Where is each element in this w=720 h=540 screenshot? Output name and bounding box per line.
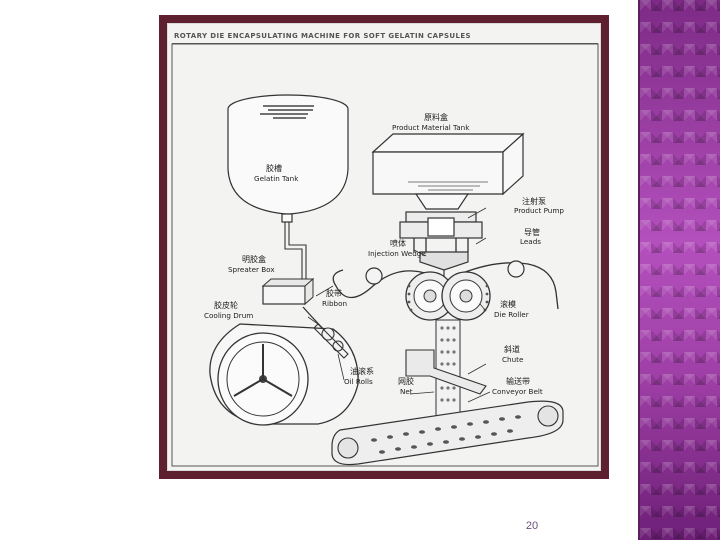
gelatin-tank-shape — [227, 94, 349, 223]
page-number: 20 — [525, 520, 539, 532]
pump-rods — [413, 238, 469, 252]
conveyor-capsules — [371, 415, 521, 454]
label-product-pump-en: Product Pump — [514, 206, 564, 215]
label-die-roller-cn: 滚模 — [500, 299, 516, 309]
product-tank-shape — [371, 132, 525, 210]
outer-border — [171, 43, 599, 467]
gelatin-level-lines — [260, 105, 314, 119]
guide-roller-left — [365, 267, 383, 285]
die-roller-right — [441, 271, 491, 321]
label-net-cn: 网胶 — [398, 376, 414, 386]
label-spreader-box-en: Spreater Box — [228, 265, 275, 274]
label-chute-en: Chute — [502, 355, 524, 364]
label-ribbon-cn: 胶带 — [326, 288, 342, 298]
side-band-edge — [638, 0, 640, 540]
label-ribbon-en: Ribbon — [322, 299, 347, 308]
label-leads-en: Leads — [520, 237, 541, 246]
image-frame: ROTARY DIE ENCAPSULATING MACHINE FOR SOF… — [159, 15, 609, 479]
label-product-tank-en: Product Material Tank — [392, 123, 470, 132]
chute-shape — [405, 349, 487, 395]
leader-lines — [307, 207, 491, 403]
label-product-pump-cn: 注射泵 — [522, 196, 546, 206]
label-oil-rolls-cn: 油滚系 — [350, 366, 374, 376]
label-cooling-drum-cn: 胶皮轮 — [214, 300, 238, 310]
encapsulation-machine-diagram: ROTARY DIE ENCAPSULATING MACHINE FOR SOF… — [171, 32, 599, 467]
conveyor-belt-shape — [331, 400, 564, 466]
label-injection-wedge-en: Injection Wedge — [368, 249, 426, 258]
diagram-title: ROTARY DIE ENCAPSULATING MACHINE FOR SOF… — [174, 32, 471, 40]
cooling-drum-shape — [209, 323, 359, 426]
label-chute-cn: 斜道 — [504, 344, 520, 354]
label-net-en: Net — [400, 387, 413, 396]
ribbon-right — [457, 262, 559, 310]
injection-wedge-shape — [419, 251, 469, 271]
label-conveyor-belt-en: Conveyor Belt — [492, 387, 543, 396]
label-product-tank-cn: 原料盒 — [424, 112, 448, 122]
label-die-roller-en: Die Roller — [494, 310, 529, 319]
die-roller-left — [405, 271, 455, 321]
product-pump-shape — [399, 211, 483, 239]
label-gelatin-tank-en: Gelatin Tank — [254, 174, 299, 183]
spreader-box-top — [261, 277, 315, 306]
diagram-panel: ROTARY DIE ENCAPSULATING MACHINE FOR SOF… — [167, 23, 601, 471]
guide-roller-right — [507, 260, 525, 278]
gelatin-pipe — [284, 222, 307, 284]
label-spreader-box-cn: 明胶盒 — [242, 254, 266, 264]
label-oil-rolls-en: Oil Rolls — [344, 377, 373, 386]
label-gelatin-tank-cn: 胶槽 — [266, 163, 282, 173]
label-conveyor-belt-cn: 输送带 — [506, 376, 530, 386]
spreader-box-shape — [262, 285, 306, 305]
oil-rolls-shape — [313, 323, 349, 359]
label-leads-cn: 导管 — [524, 227, 540, 237]
product-tank-hatching — [408, 181, 488, 191]
label-cooling-drum-en: Cooling Drum — [204, 311, 253, 320]
label-injection-wedge-cn: 喷体 — [390, 238, 406, 248]
decorative-side-band — [640, 0, 720, 540]
